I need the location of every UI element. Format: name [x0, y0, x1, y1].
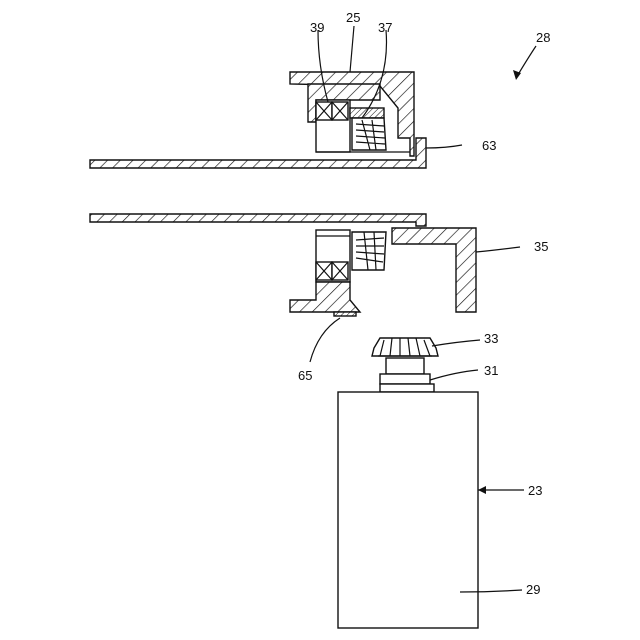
leader-63	[426, 145, 462, 148]
leader-25	[350, 26, 354, 72]
assembly-pointer-28	[513, 46, 536, 80]
lower-plate	[90, 214, 426, 226]
label-39: 39	[310, 20, 324, 35]
label-23: 23	[528, 483, 542, 498]
shaft-31	[380, 358, 434, 392]
label-25: 25	[346, 10, 360, 25]
plate-65	[334, 312, 356, 316]
lower-gear-block	[290, 230, 386, 312]
leader-23	[478, 486, 524, 494]
drive-gear-33	[372, 338, 438, 356]
label-63: 63	[482, 138, 496, 153]
label-31: 31	[484, 363, 498, 378]
leader-31	[430, 370, 478, 380]
bevel-gear-37	[350, 108, 386, 150]
label-28: 28	[536, 30, 550, 45]
lower-housing-35	[392, 228, 476, 312]
label-33: 33	[484, 331, 498, 346]
leader-33	[432, 340, 480, 346]
leader-35	[476, 247, 520, 252]
label-37: 37	[378, 20, 392, 35]
label-65: 65	[298, 368, 312, 383]
bearing-39	[316, 102, 348, 120]
label-35: 35	[534, 239, 548, 254]
motor-body-29	[338, 392, 478, 628]
leader-65	[310, 318, 340, 362]
label-29: 29	[526, 582, 540, 597]
